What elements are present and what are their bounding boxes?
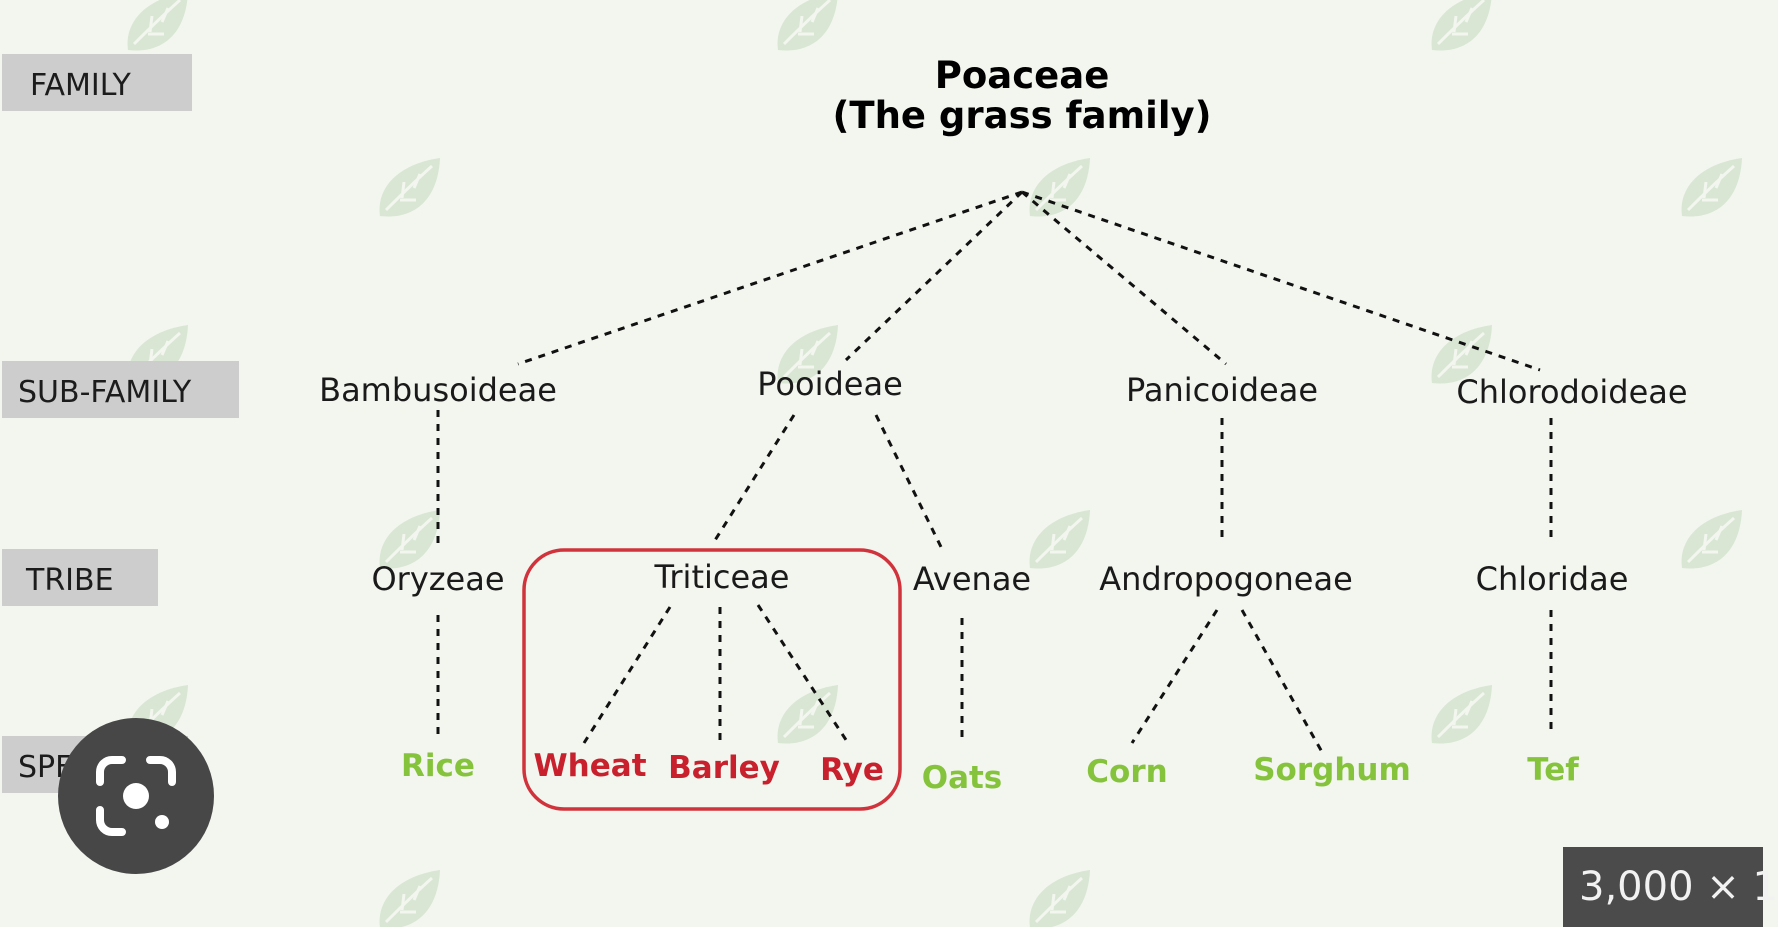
link-family-bambusoideae — [517, 190, 1023, 366]
node-bambusoideae: Bambusoideae — [319, 371, 557, 409]
node-triticeae: Triticeae — [654, 558, 790, 596]
taxonomy-diagram: FAMILY SUB-FAMILY TRIBE SPECIES Poaceae … — [2, 0, 1744, 927]
rank-text-tribe: TRIBE — [25, 563, 114, 598]
link-family-panicoideae — [1021, 190, 1227, 366]
species-oats: Oats — [922, 760, 1003, 796]
link-pooideae-triticeae — [710, 414, 796, 546]
triticeae-highlight-box — [522, 548, 902, 811]
species-wheat: Wheat — [533, 748, 646, 784]
link-andropogoneae-corn — [1130, 609, 1219, 744]
species-rice: Rice — [401, 748, 475, 784]
family-subtitle: (The grass family) — [832, 94, 1211, 137]
node-avenae: Avenae — [913, 560, 1031, 598]
species-rye: Rye — [820, 752, 884, 788]
rank-label-family: FAMILY — [2, 54, 192, 111]
rank-text-family: FAMILY — [30, 68, 131, 103]
node-oryzeae: Oryzeae — [371, 560, 504, 598]
rank-label-tribe: TRIBE — [2, 549, 158, 606]
node-pooideae: Pooideae — [757, 365, 903, 403]
node-panicoideae: Panicoideae — [1126, 371, 1318, 409]
link-pooideae-avenae — [874, 414, 946, 554]
rank-label-subfamily: SUB-FAMILY — [2, 361, 239, 418]
link-andropogoneae-sorghum — [1240, 609, 1324, 753]
rank-text-subfamily: SUB-FAMILY — [18, 375, 192, 410]
lens-search-button[interactable] — [58, 718, 214, 874]
google-lens-icon — [96, 756, 176, 836]
species-barley: Barley — [668, 750, 780, 786]
species-sorghum: Sorghum — [1253, 752, 1411, 788]
node-chloridae: Chloridae — [1476, 560, 1629, 598]
species-tef: Tef — [1527, 752, 1579, 788]
tree-connectors — [436, 190, 1553, 753]
node-andropogoneae: Andropogoneae — [1099, 560, 1353, 598]
link-family-chlorodoideae — [1021, 190, 1541, 372]
node-chlorodoideae: Chlorodoideae — [1456, 373, 1687, 411]
image-size-badge: 3,000 × 1 — [1563, 847, 1778, 927]
link-triticeae-wheat — [582, 606, 672, 744]
link-family-pooideae — [844, 190, 1024, 362]
family-title: Poaceae — [935, 54, 1110, 97]
species-corn: Corn — [1086, 754, 1167, 790]
